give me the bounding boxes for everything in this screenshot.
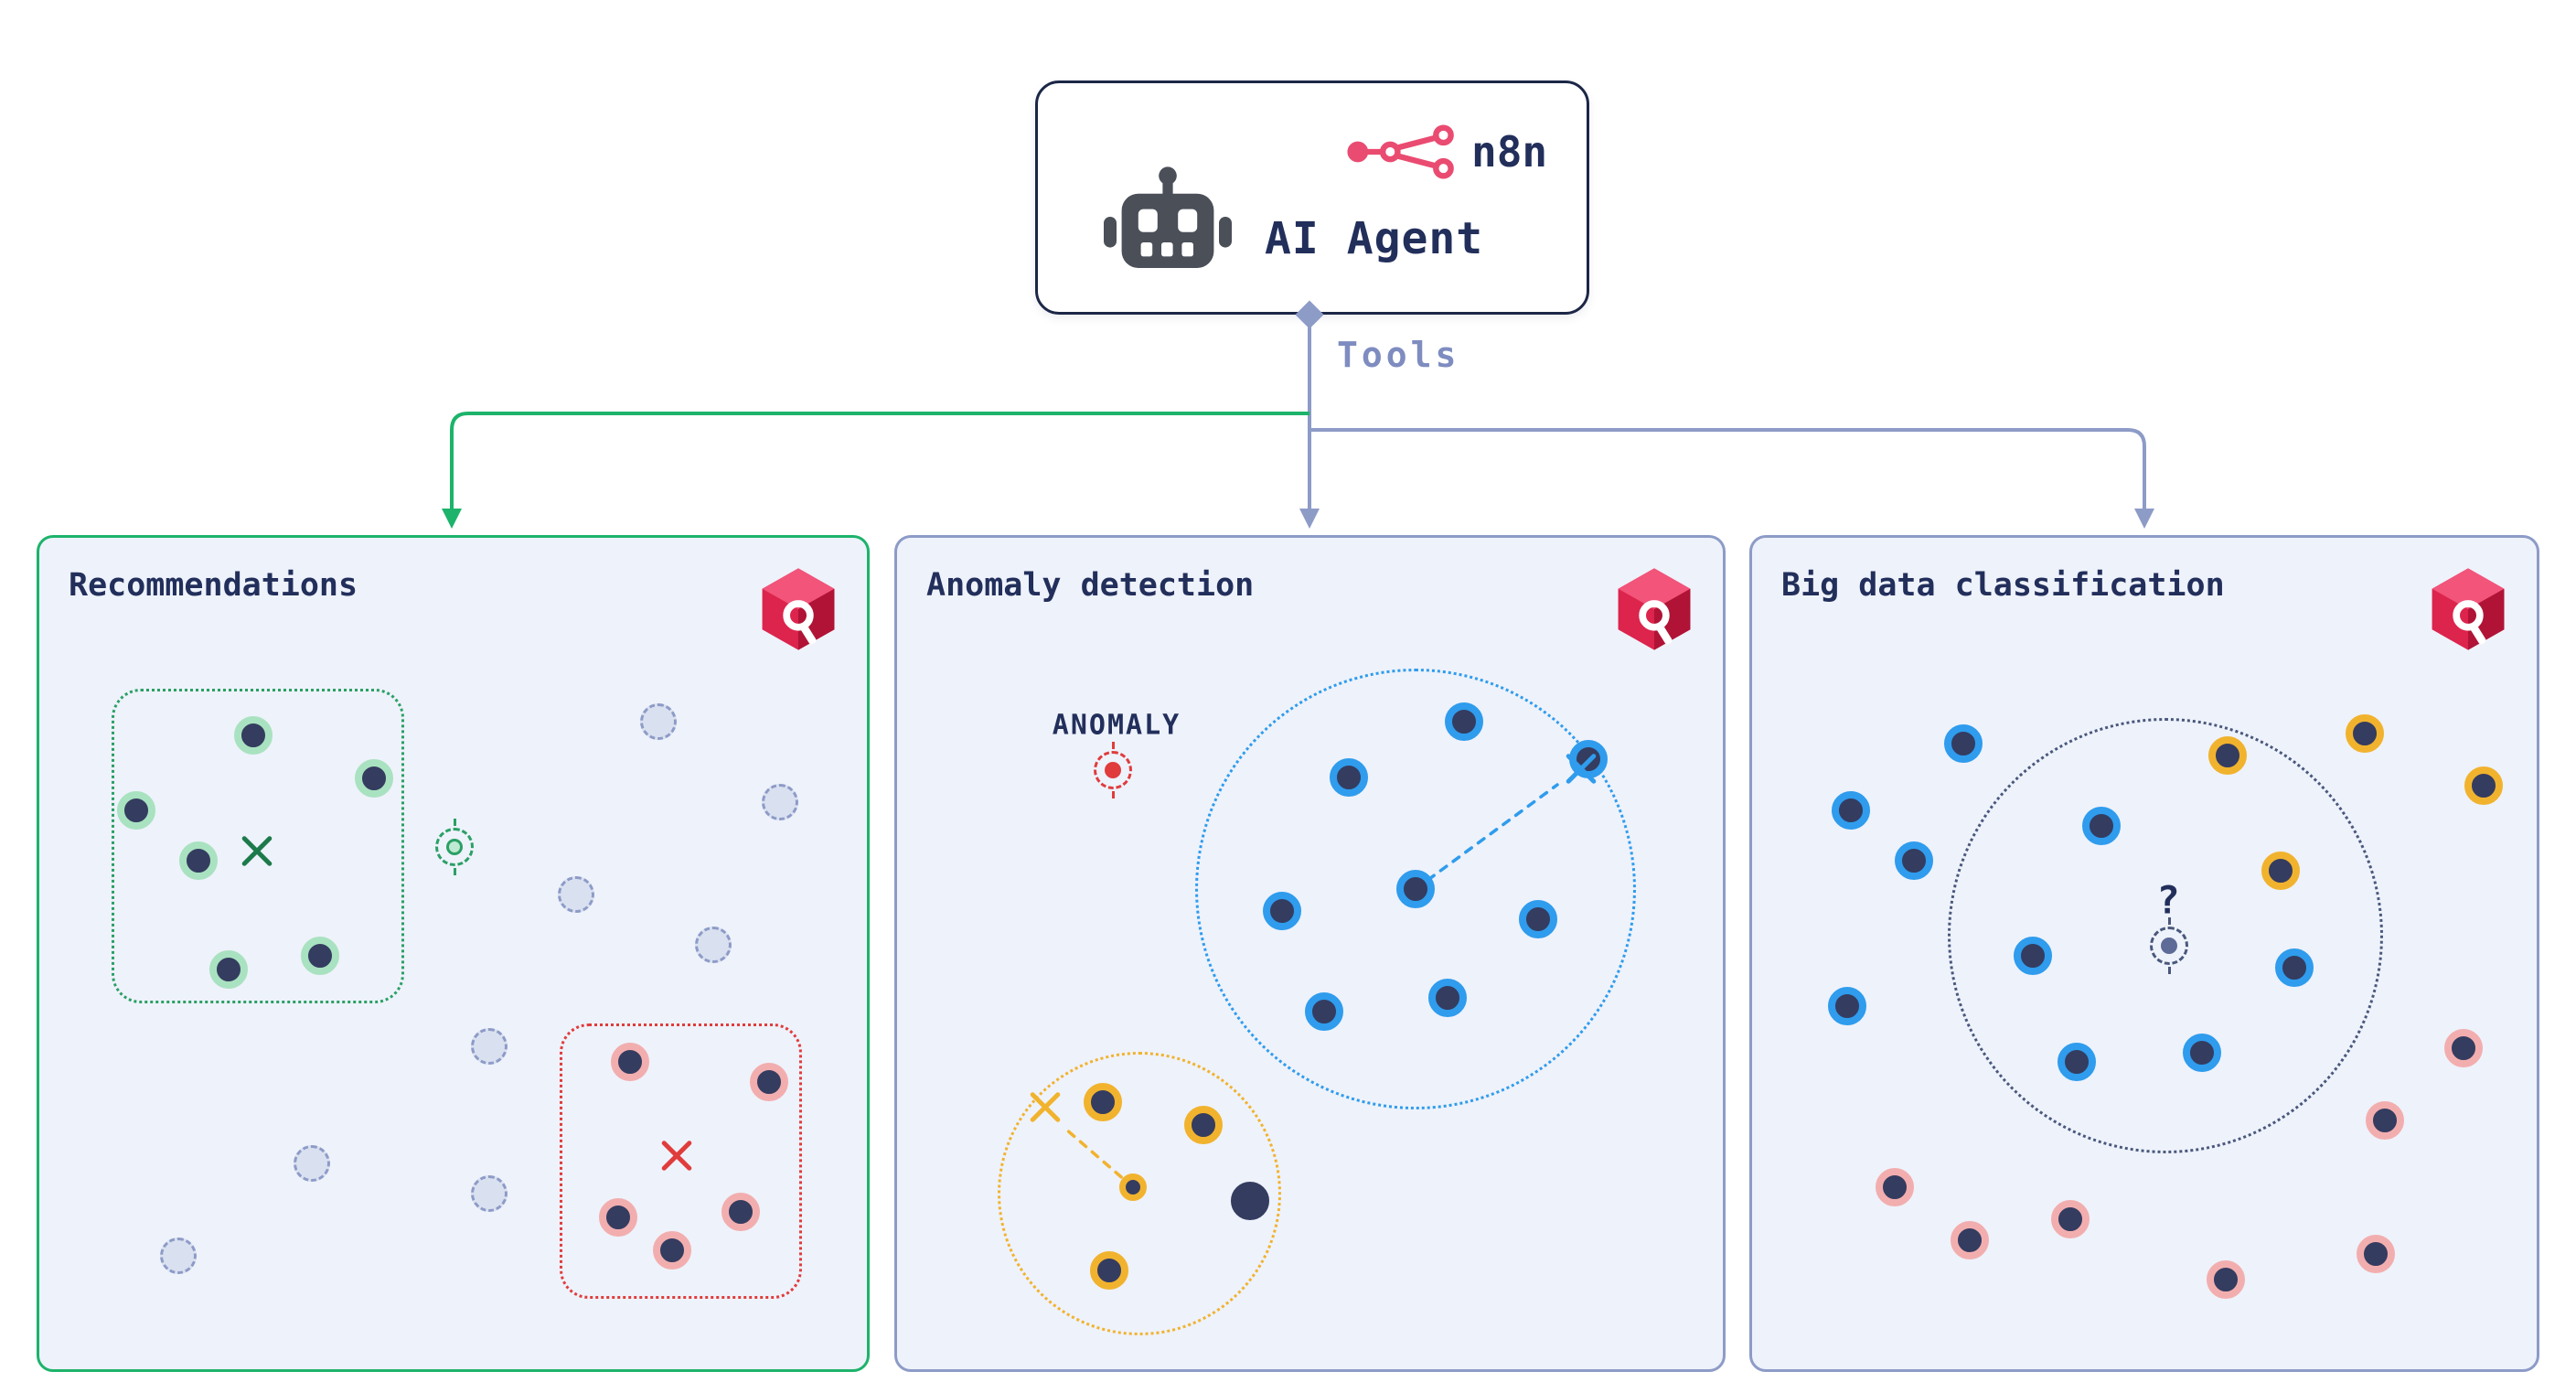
data-point bbox=[2051, 1200, 2090, 1238]
data-point bbox=[1828, 987, 1866, 1025]
panel-canvas-classification: ? bbox=[1752, 538, 2537, 1369]
data-point bbox=[2366, 1101, 2404, 1140]
data-point bbox=[301, 937, 339, 975]
qdrant-logo bbox=[2429, 565, 2507, 653]
empty-data-point bbox=[471, 1175, 508, 1212]
data-point bbox=[1263, 892, 1301, 930]
robot-icon bbox=[1104, 166, 1232, 294]
data-point bbox=[2183, 1034, 2221, 1072]
panel-recommendations: Recommendations bbox=[37, 535, 870, 1372]
target-core bbox=[446, 839, 463, 855]
positive-centroid-x bbox=[237, 830, 277, 871]
ai-agent-node: AI Agent n8n bbox=[1035, 80, 1589, 315]
tools-label: Tools bbox=[1337, 335, 1460, 375]
empty-data-point bbox=[160, 1238, 197, 1274]
data-point bbox=[1445, 702, 1483, 741]
data-point bbox=[1519, 900, 1557, 938]
data-point bbox=[1951, 1221, 1989, 1259]
anomaly-point-marker bbox=[1094, 742, 1132, 798]
blue-outlier-x bbox=[1561, 748, 1601, 788]
empty-data-point bbox=[640, 703, 677, 740]
data-point bbox=[653, 1231, 691, 1270]
unknown-class-label: ? bbox=[2156, 877, 2182, 923]
data-point bbox=[1832, 791, 1870, 830]
qdrant-logo bbox=[1615, 565, 1694, 653]
data-point bbox=[1895, 841, 1933, 880]
data-point bbox=[2261, 852, 2300, 890]
data-point bbox=[1090, 1251, 1128, 1290]
data-point bbox=[1305, 992, 1343, 1031]
panel-classification: ? Big data classification bbox=[1749, 535, 2539, 1372]
panel-anomaly: ANOMALY Anomaly detection bbox=[894, 535, 1726, 1372]
data-point bbox=[611, 1043, 649, 1081]
data-point bbox=[2058, 1043, 2096, 1081]
data-point bbox=[1084, 1083, 1122, 1121]
arrowhead-anomaly bbox=[1299, 509, 1320, 529]
n8n-brand-label: n8n bbox=[1471, 127, 1548, 177]
data-point bbox=[1428, 979, 1467, 1017]
data-point bbox=[721, 1193, 760, 1231]
data-point bbox=[2346, 714, 2384, 753]
arrowhead-recommendations bbox=[442, 509, 462, 529]
connector-classification bbox=[1309, 428, 2146, 509]
data-point bbox=[2082, 807, 2121, 845]
data-point bbox=[2275, 948, 2314, 987]
target-core bbox=[2161, 938, 2177, 954]
classification-boundary-circle bbox=[1948, 718, 2383, 1153]
data-point bbox=[209, 950, 248, 989]
data-point bbox=[2014, 937, 2052, 975]
data-point bbox=[1396, 870, 1435, 908]
unknown-point-marker bbox=[2150, 917, 2188, 974]
blue-cluster-circle bbox=[1195, 669, 1636, 1109]
data-point bbox=[750, 1063, 788, 1101]
negative-cluster-region bbox=[560, 1023, 802, 1299]
panel-title: Recommendations bbox=[69, 567, 358, 604]
data-point bbox=[179, 841, 218, 880]
empty-data-point bbox=[558, 876, 594, 913]
data-point bbox=[2464, 766, 2503, 805]
empty-data-point bbox=[695, 927, 732, 963]
qdrant-logo bbox=[759, 565, 838, 653]
data-point bbox=[1944, 724, 1983, 763]
panel-title: Anomaly detection bbox=[926, 567, 1255, 604]
yellow-outlier-x bbox=[1025, 1087, 1065, 1127]
yellow-cluster-circle bbox=[998, 1052, 1281, 1335]
data-point bbox=[234, 716, 273, 755]
positive-cluster-region bbox=[112, 689, 404, 1003]
panel-canvas-recommendations bbox=[39, 538, 867, 1369]
data-point bbox=[1330, 758, 1368, 797]
data-point bbox=[117, 791, 155, 830]
target-core bbox=[1105, 762, 1121, 778]
empty-data-point bbox=[471, 1028, 508, 1065]
data-point bbox=[599, 1198, 637, 1237]
data-point bbox=[355, 759, 393, 798]
empty-data-point bbox=[762, 784, 798, 820]
arrowhead-classification bbox=[2134, 509, 2154, 529]
data-point bbox=[2357, 1235, 2395, 1273]
data-point bbox=[2208, 736, 2247, 775]
panel-canvas-anomaly: ANOMALY bbox=[897, 538, 1723, 1369]
data-point bbox=[1231, 1182, 1269, 1220]
ai-agent-label: AI Agent bbox=[1265, 213, 1484, 264]
negative-centroid-x bbox=[657, 1135, 697, 1175]
n8n-logo-icon bbox=[1347, 123, 1457, 180]
query-point-marker bbox=[435, 819, 474, 875]
n8n-brand: n8n bbox=[1347, 123, 1547, 180]
anomaly-label: ANOMALY bbox=[1052, 709, 1181, 742]
connector-recommendations bbox=[450, 412, 1309, 509]
data-point bbox=[1184, 1106, 1223, 1144]
empty-data-point bbox=[294, 1145, 330, 1182]
panel-title: Big data classification bbox=[1781, 567, 2225, 604]
data-point bbox=[1876, 1168, 1914, 1206]
data-point bbox=[2207, 1260, 2245, 1299]
data-point bbox=[2444, 1029, 2483, 1067]
data-point bbox=[1119, 1173, 1147, 1201]
